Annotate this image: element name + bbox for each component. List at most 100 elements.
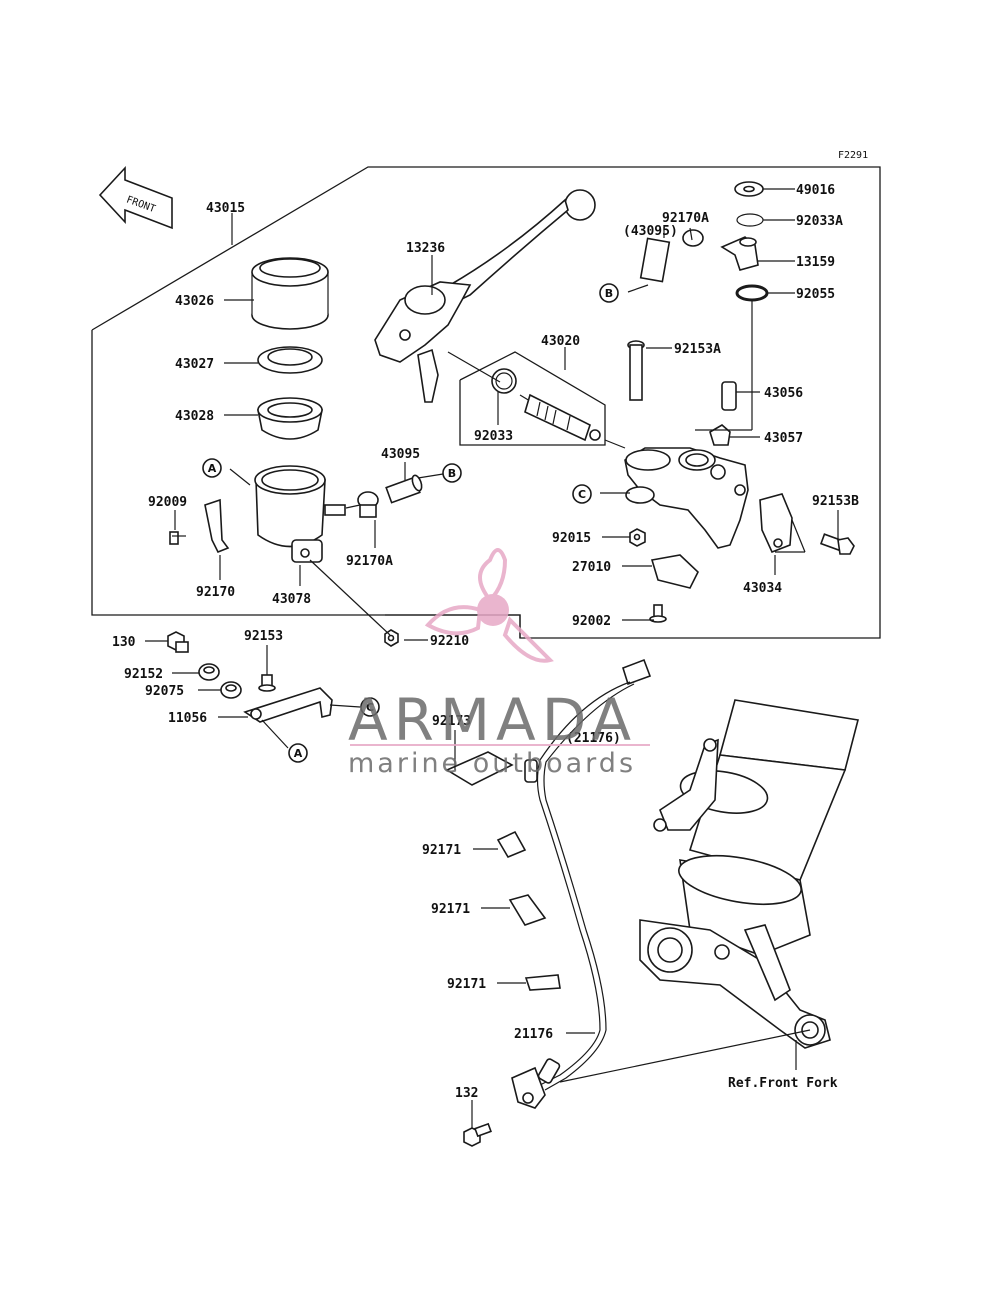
label-92152: 92152 [124, 667, 163, 682]
damper-92075-icon [220, 681, 242, 699]
screw-92153-icon [258, 674, 276, 692]
reservoir-cap-icon [251, 257, 329, 330]
bolt-132-icon [463, 1122, 492, 1147]
label-92210: 92210 [430, 634, 469, 649]
label-21176: 21176 [514, 1027, 553, 1042]
ref-front-fork-label: Ref.Front Fork [728, 1076, 838, 1091]
callout-A-2: A [288, 743, 308, 763]
reservoir-plate-icon [257, 346, 323, 374]
label-49016: 49016 [796, 183, 835, 198]
callout-B-2: B [417, 463, 462, 483]
svg-text:C: C [578, 488, 586, 501]
label-43028: 43028 [175, 409, 214, 424]
diagram-code: F2291 [838, 150, 868, 161]
label-92075: 92075 [145, 684, 184, 699]
front-arrow-icon: FRONT [98, 165, 173, 230]
label-92171-b: 92171 [431, 902, 470, 917]
svg-text:C: C [366, 701, 374, 714]
leader-lines [145, 188, 839, 1128]
label-92153B: 92153B [812, 494, 859, 509]
callout-C-2: C [360, 697, 380, 717]
hose-clamp-92170A-icon [357, 491, 379, 518]
label-92033A: 92033A [796, 214, 843, 229]
grommet-49016-icon [734, 181, 764, 197]
propeller-logo-icon [424, 548, 554, 663]
assembly-box-43015 [91, 166, 881, 639]
o-ring-92055-icon [735, 284, 769, 302]
pivot-bolt-92153A-icon [627, 340, 645, 401]
reservoir-bracket-icon [204, 498, 230, 554]
label-92153A: 92153A [674, 342, 721, 357]
master-cylinder-icon [624, 447, 749, 549]
label-43034: 43034 [743, 581, 782, 596]
bracket-11056-icon [243, 687, 333, 723]
screw-92002-icon [649, 604, 667, 623]
bolt-92153B-icon [819, 533, 855, 555]
label-92055: 92055 [796, 287, 835, 302]
label-130: 130 [112, 635, 136, 650]
label-43095-paren: (43095) [623, 224, 678, 239]
label-21176-paren: (21176) [566, 731, 621, 746]
reservoir-body-icon [254, 465, 346, 563]
brake-switch-icon [650, 554, 699, 589]
clip-92171-c-icon [524, 974, 561, 991]
svg-text:B: B [448, 467, 456, 480]
callout-A-1: A [202, 458, 222, 478]
brake-lever-icon [374, 189, 596, 403]
label-43057: 43057 [764, 431, 803, 446]
clip-92171-a-icon [496, 830, 527, 859]
label-92002: 92002 [572, 614, 611, 629]
label-43015: 43015 [206, 201, 245, 216]
hose-fitting-13159-icon [720, 236, 759, 271]
hose-43095-top-icon [639, 237, 671, 283]
watermark-title: ARMADA [348, 686, 637, 754]
label-92009: 92009 [148, 495, 187, 510]
label-13236: 13236 [406, 241, 445, 256]
callout-B-1: B [599, 283, 619, 303]
label-13159: 13159 [796, 255, 835, 270]
watermark: ARMADA marine outboards [348, 548, 650, 779]
hose-43095-icon [385, 474, 423, 504]
callout-C-1: C [572, 484, 592, 504]
svg-text:A: A [208, 462, 217, 475]
clamp-92173-icon [445, 751, 514, 786]
label-92170A-top: 92170A [662, 211, 709, 226]
label-11056: 11056 [168, 711, 207, 726]
piston-assembly-icon [519, 393, 601, 442]
front-fork-icon [639, 699, 859, 1049]
label-92171-a: 92171 [422, 843, 461, 858]
label-92033: 92033 [474, 429, 513, 444]
label-43056: 43056 [764, 386, 803, 401]
bleeder-valve-icon [721, 381, 737, 411]
label-92170: 92170 [196, 585, 235, 600]
bleeder-cap-icon [709, 424, 731, 446]
speed-sensor-icon [511, 1066, 546, 1109]
part-labels: 43015 13236 43026 43027 43028 43020 9203… [112, 183, 859, 1101]
svg-text:A: A [294, 747, 303, 760]
assembly-box-43020 [459, 351, 606, 446]
label-92173: 92173 [432, 714, 471, 729]
label-92153: 92153 [244, 629, 283, 644]
clip-92171-b-icon [508, 894, 547, 926]
reservoir-diaphragm-icon [257, 397, 323, 440]
label-43026: 43026 [175, 294, 214, 309]
label-27010: 27010 [572, 560, 611, 575]
circlip-92033A-icon [736, 213, 764, 227]
label-43095: 43095 [381, 447, 420, 462]
hose-clamp-92170A-top-icon [682, 229, 704, 247]
circlip-92033-icon [491, 368, 517, 394]
label-92015: 92015 [552, 531, 591, 546]
svg-text:B: B [605, 287, 613, 300]
label-132: 132 [455, 1086, 478, 1101]
label-92171-c: 92171 [447, 977, 486, 992]
label-43020: 43020 [541, 334, 580, 349]
screw-92009-icon [169, 531, 186, 545]
handlebar-clamp-icon [759, 493, 793, 554]
label-43078: 43078 [272, 592, 311, 607]
bolt-130-icon [167, 631, 189, 653]
label-43027: 43027 [175, 357, 214, 372]
label-92170A: 92170A [346, 554, 393, 569]
watermark-subtitle: marine outboards [348, 748, 636, 779]
